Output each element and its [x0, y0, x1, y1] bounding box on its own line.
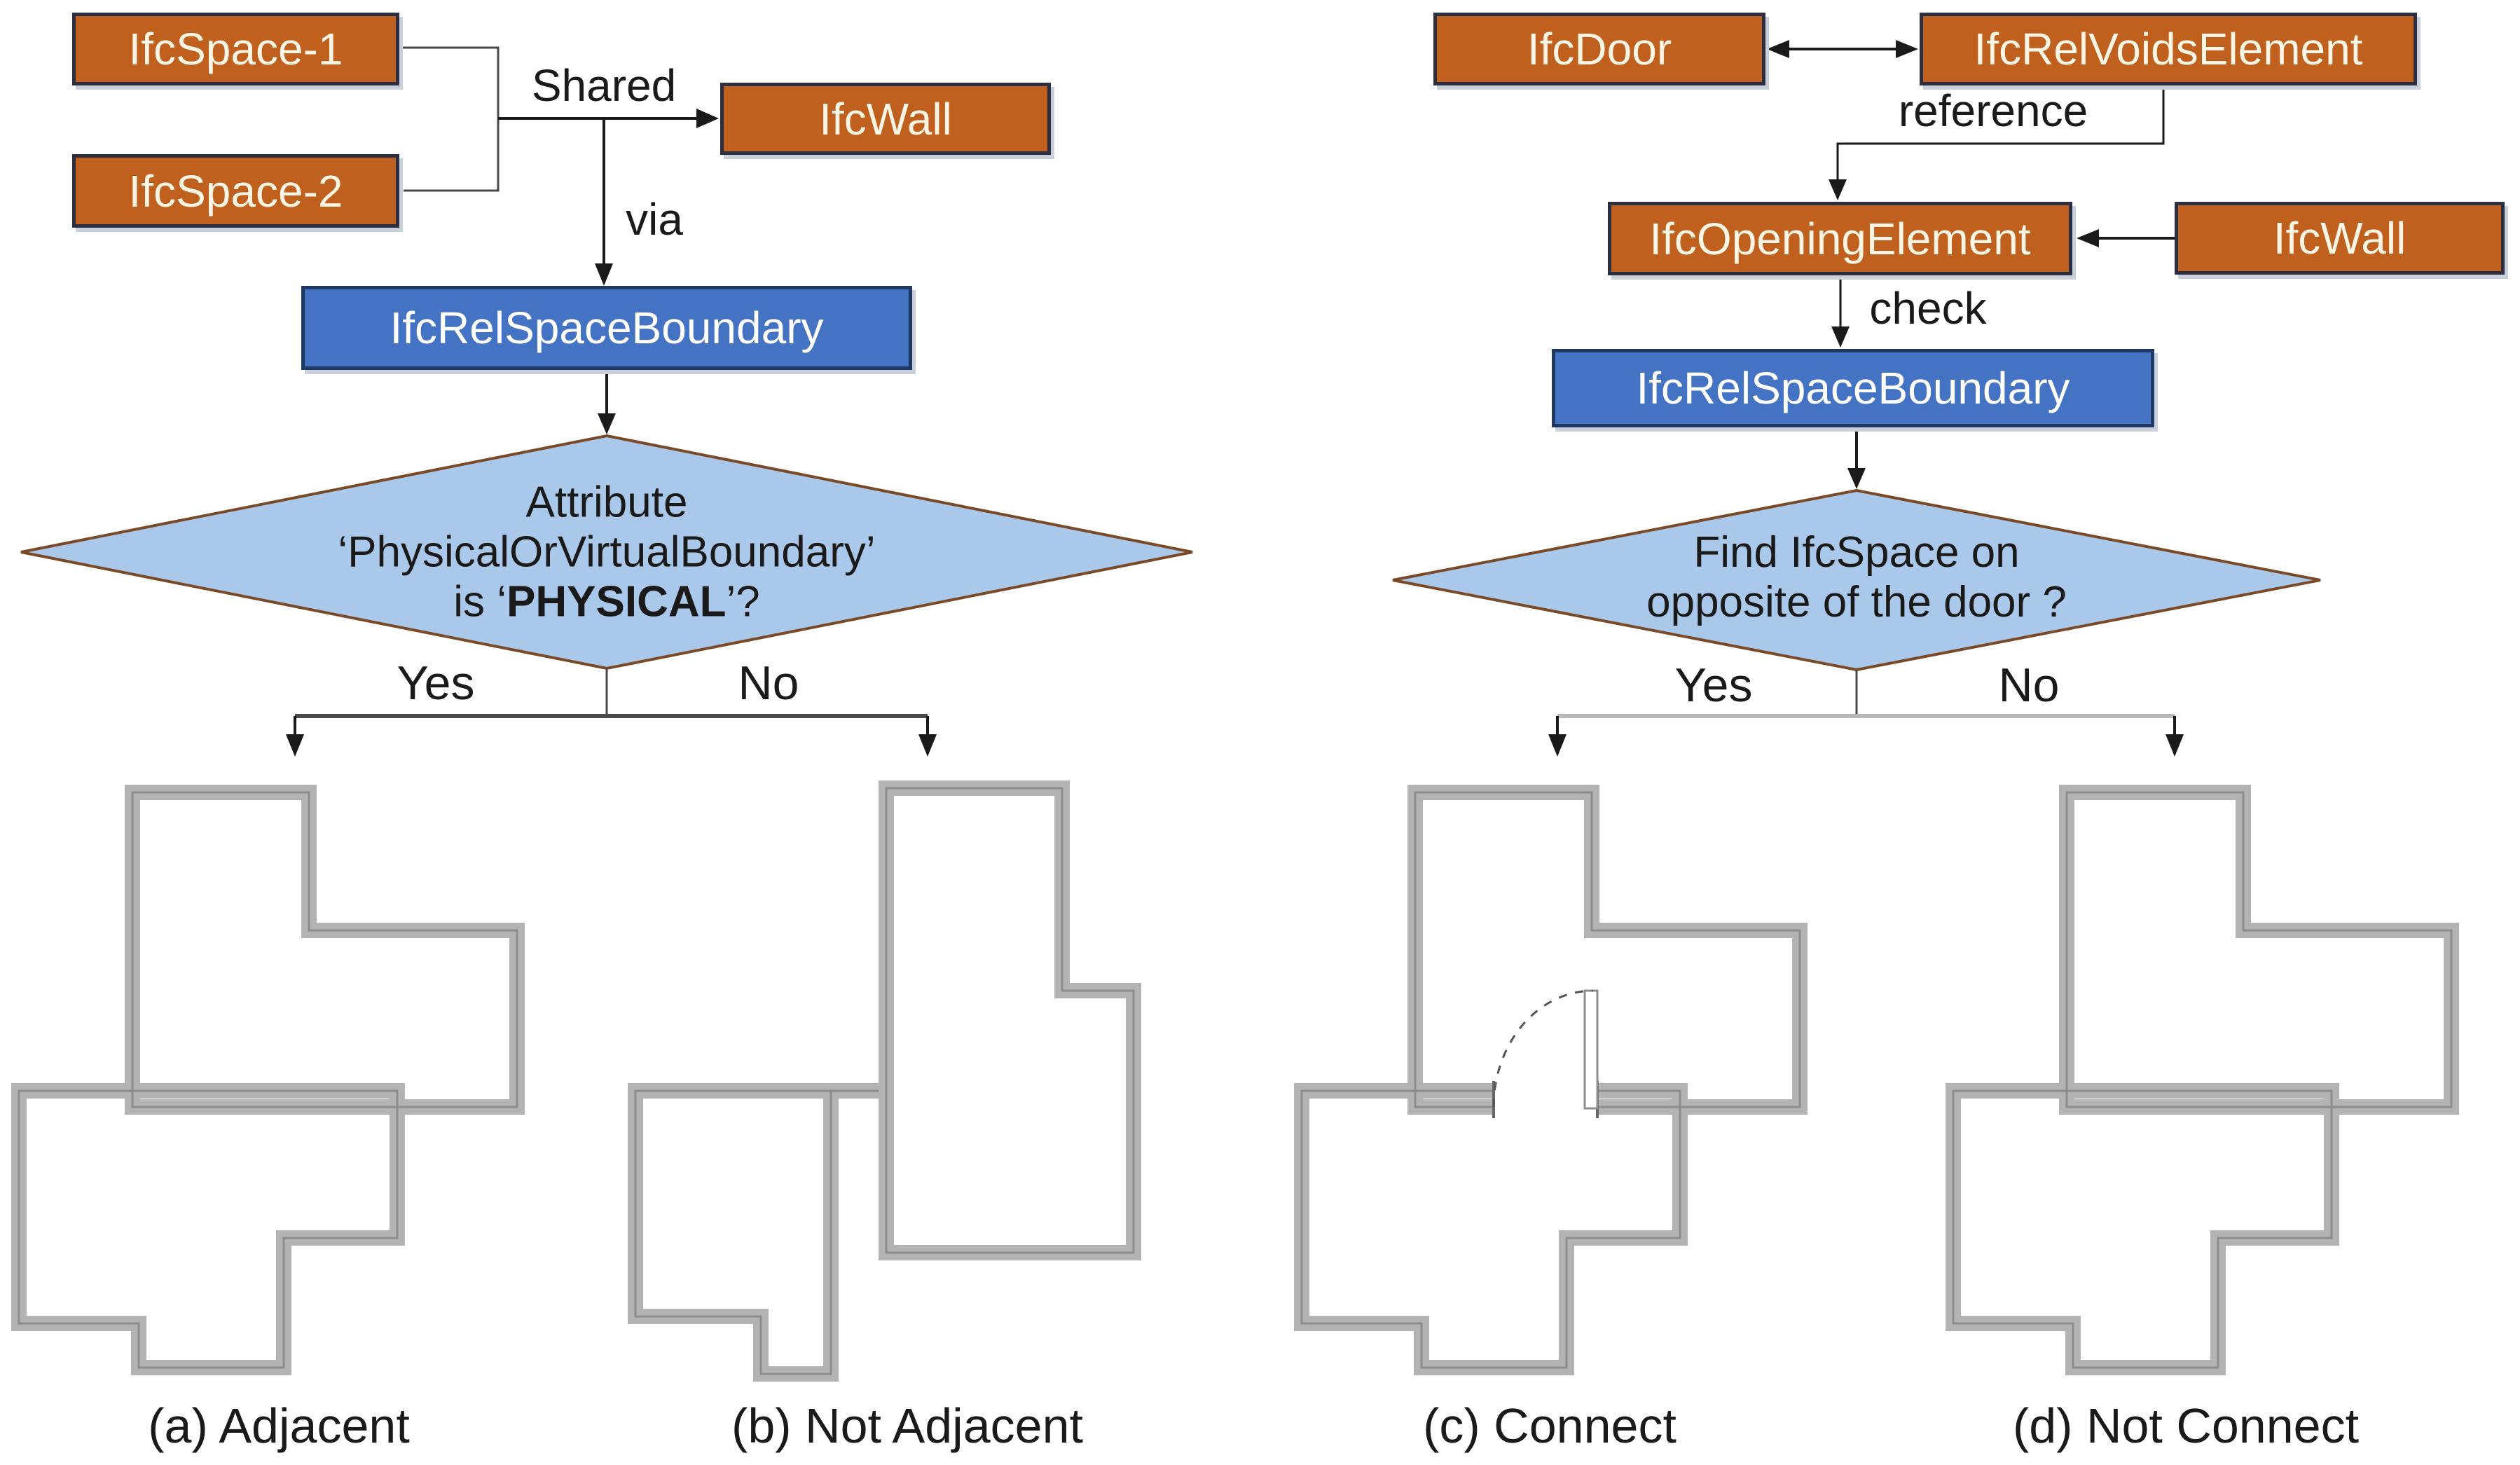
- room-fill: [1415, 792, 1800, 1107]
- room-fill: [635, 1091, 831, 1374]
- arrowhead-yes-left-icon: [286, 734, 304, 757]
- caption-not-connect: (d) Not Connect: [2012, 1398, 2360, 1453]
- decision-right-text: Find IfcSpace on opposite of the door ?: [1646, 528, 2067, 627]
- edge-label-shared: Shared: [531, 60, 677, 111]
- node-label: IfcSpace-1: [128, 24, 343, 74]
- arrowhead-no-right-icon: [2166, 734, 2184, 757]
- arrowhead-check-down-icon: [1831, 326, 1850, 348]
- edge-spaces-junction: [399, 46, 500, 192]
- edge-label-check: check: [1869, 283, 1987, 333]
- arrowhead-wall-left-icon: [2077, 229, 2099, 247]
- node-ifcrelvoidselement: IfcRelVoidsElement: [1920, 13, 2417, 85]
- arrowhead-shared-right-icon: [696, 109, 719, 128]
- room-wall-line: [1952, 1089, 2333, 1369]
- floorplan-adjacent: [11, 785, 525, 1375]
- arrowhead-no-left-icon: [918, 734, 937, 757]
- node-label: IfcOpeningElement: [1649, 213, 2031, 264]
- room-wall-line: [131, 791, 518, 1108]
- floorplan-not-adjacent: [628, 780, 1141, 1382]
- edge-label-via: via: [626, 194, 683, 245]
- decision-line: is ‘PHYSICAL’?: [453, 577, 760, 626]
- room-fill: [886, 788, 1134, 1253]
- node-label: IfcRelSpaceBoundary: [1636, 363, 2070, 413]
- room-wall-line: [1414, 791, 1801, 1108]
- node-label: IfcDoor: [1527, 24, 1672, 74]
- decision-left-text: Attribute ‘PhysicalOrVirtualBoundary’ is…: [338, 478, 875, 627]
- decision-line: ‘PhysicalOrVirtualBoundary’: [338, 528, 876, 577]
- caption-not-adjacent: (b) Not Adjacent: [731, 1398, 1083, 1453]
- arrowhead-yes-right-icon: [1548, 734, 1567, 757]
- node-ifcspace-2: IfcSpace-2: [72, 154, 399, 228]
- branch-label-yes-right: Yes: [1674, 659, 1753, 712]
- floorplan-connect: [1294, 785, 1808, 1375]
- room-fill: [132, 792, 517, 1107]
- edge-label-reference: reference: [1898, 85, 2088, 136]
- floorplan-not-connect: [1946, 785, 2459, 1375]
- room-fill: [1953, 1091, 2332, 1368]
- branch-label-no-left: No: [738, 656, 799, 710]
- arrowhead-voids-right-icon: [1896, 40, 1918, 58]
- node-ifcrelspaceboundary-left: IfcRelSpaceBoundary: [301, 286, 912, 370]
- room-fill: [2067, 792, 2451, 1107]
- door-opening-gap: [1494, 1076, 1597, 1122]
- decision-line: Find IfcSpace on: [1693, 528, 2020, 577]
- room-wall-line: [885, 787, 1135, 1254]
- edge-reference-line: [1836, 85, 2165, 195]
- decision-line: Attribute: [525, 478, 688, 527]
- branch-label-yes-left: Yes: [397, 656, 475, 710]
- node-ifcrelspaceboundary-right: IfcRelSpaceBoundary: [1552, 349, 2154, 427]
- node-label: IfcWall: [819, 93, 952, 144]
- node-ifcwall-left: IfcWall: [720, 83, 1051, 155]
- room-wall-line: [1300, 1089, 1681, 1369]
- arrowhead-diamond-left-icon: [598, 413, 616, 434]
- room-fill: [1302, 1091, 1680, 1368]
- node-label: IfcSpace-2: [128, 165, 343, 216]
- caption-connect: (c) Connect: [1423, 1398, 1676, 1453]
- node-ifcwall-right: IfcWall: [2175, 202, 2505, 275]
- node-label: IfcRelSpaceBoundary: [390, 303, 824, 353]
- room-wall-line: [18, 1089, 399, 1369]
- room-wall-line: [2065, 791, 2453, 1108]
- node-ifcopeningelement: IfcOpeningElement: [1608, 202, 2072, 275]
- caption-adjacent: (a) Adjacent: [148, 1398, 410, 1453]
- node-ifcdoor: IfcDoor: [1433, 13, 1765, 85]
- decision-line: opposite of the door ?: [1646, 578, 2067, 626]
- door-swing-arc: [1492, 989, 1594, 1108]
- arrowhead-via-down-icon: [595, 263, 613, 286]
- branch-label-no-right: No: [1998, 659, 2060, 712]
- door-leaf: [1583, 989, 1599, 1110]
- room-fill: [19, 1091, 397, 1368]
- node-ifcspace-1: IfcSpace-1: [72, 13, 399, 85]
- node-label: IfcWall: [2273, 213, 2407, 263]
- arrowhead-reference-down-icon: [1829, 179, 1847, 200]
- node-label: IfcRelVoidsElement: [1974, 24, 2363, 74]
- arrowhead-diamond-right-icon: [1847, 468, 1866, 489]
- arrowhead-door-left-icon: [1767, 40, 1789, 58]
